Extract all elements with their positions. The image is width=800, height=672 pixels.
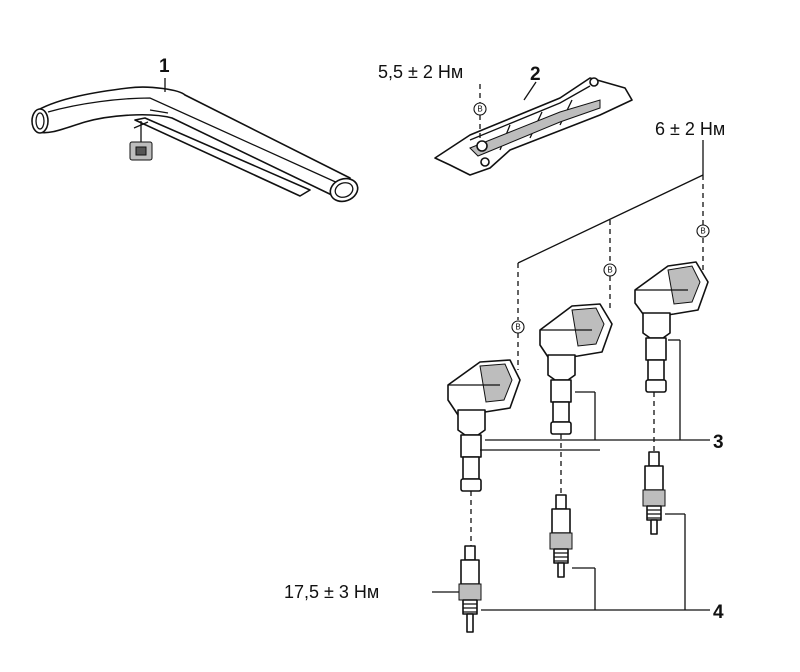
ignition-coil-3: [634, 261, 709, 393]
label-part-1: 1: [159, 56, 170, 77]
bolt-marker-coil-2: B: [603, 263, 617, 277]
coil-bracket-lines: [480, 339, 710, 451]
cover-plate-part: [434, 77, 633, 176]
cover-leader: [523, 81, 537, 101]
bolt-marker-coil-1: B: [511, 320, 525, 334]
torque-coils: 6 ± 2 Нм: [655, 119, 725, 139]
torque-plugs: 17,5 ± 3 Нм: [284, 582, 379, 602]
svg-text:B: B: [607, 266, 612, 275]
spark-plug-3: [642, 451, 666, 535]
label-part-4: 4: [713, 602, 724, 623]
svg-text:B: B: [700, 227, 705, 236]
svg-text:B: B: [515, 323, 520, 332]
label-part-3: 3: [713, 432, 724, 453]
coil-to-plug-leaders: [470, 392, 655, 546]
label-part-2: 2: [530, 64, 541, 85]
spark-plug-1: [458, 545, 482, 633]
plug-bracket-lines: [432, 513, 710, 611]
coil-torque-leaders: [517, 140, 704, 370]
torque-cover: 5,5 ± 2 Нм: [378, 62, 463, 82]
bolt-marker-coil-3: B: [696, 224, 710, 238]
ignition-coil-1: [447, 359, 521, 492]
svg-text:B: B: [477, 105, 482, 114]
ignition-coil-2: [539, 303, 613, 435]
hose-part: [31, 86, 359, 203]
bolt-marker-cover: B: [473, 102, 487, 116]
spark-plug-2: [549, 494, 573, 578]
